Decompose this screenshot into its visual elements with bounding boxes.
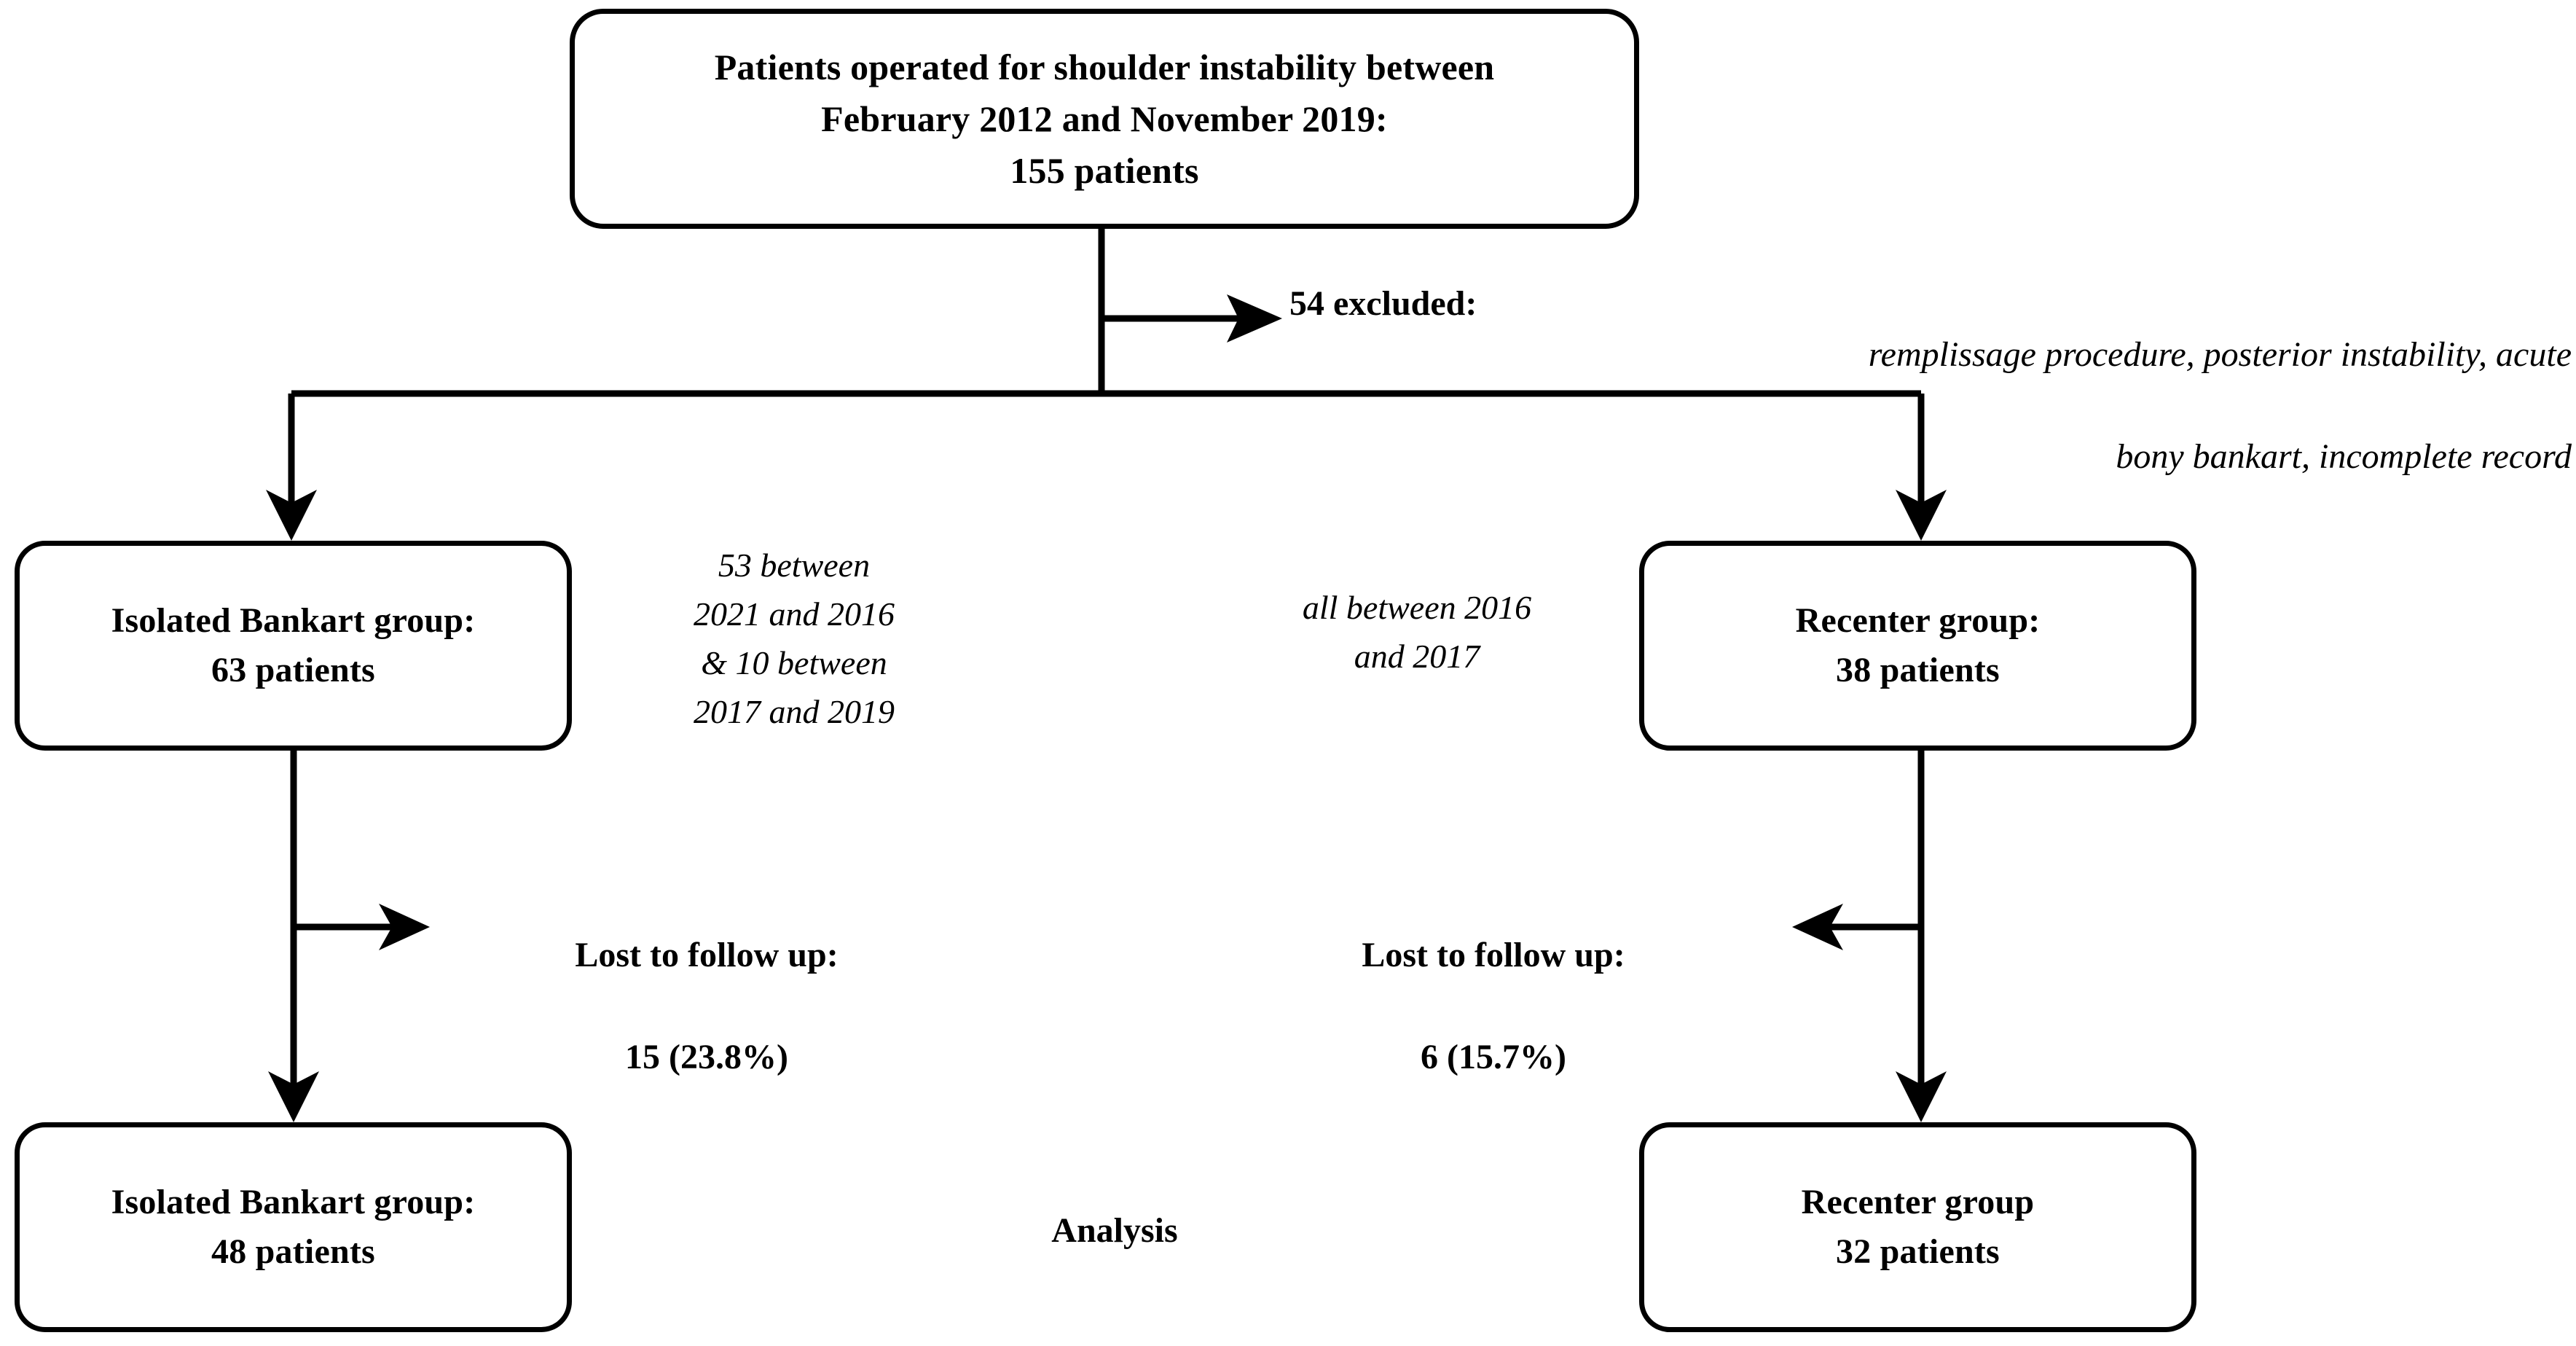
label-lost-to-followup-right: Lost to follow up: 6 (15.7%) xyxy=(1297,879,1690,1083)
label-analysis: Analysis xyxy=(1051,1211,1178,1250)
node-bankart-final: Isolated Bankart group: 48 patients xyxy=(15,1122,572,1332)
right-lost-arrow-head xyxy=(1792,904,1843,950)
left-lost-arrow-head xyxy=(379,904,430,950)
label-excluded-count: 54 excluded: xyxy=(1289,284,1477,323)
label-lost-right-line-1: Lost to follow up: xyxy=(1362,936,1625,975)
left-branch-arrow-head xyxy=(266,490,317,541)
label-lost-to-followup-left: Lost to follow up: 15 (23.8%) xyxy=(510,879,903,1083)
label-excluded-reasons-line-1: remplissage procedure, posterior instabi… xyxy=(1868,335,2572,375)
label-bankart-years: 53 between 2021 and 2016 & 10 between 20… xyxy=(694,547,895,731)
right-column-arrow-head xyxy=(1896,1071,1947,1122)
label-excluded-reasons-line-2: bony bankart, incomplete record xyxy=(2116,437,2572,477)
label-excluded-reasons: remplissage procedure, posterior instabi… xyxy=(1625,278,2572,482)
label-recenter-years: all between 2016 and 2017 xyxy=(1302,589,1532,676)
label-lost-left-line-1: Lost to follow up: xyxy=(575,936,839,975)
node-recenter-final-line-1: Recenter group xyxy=(1801,1182,2035,1221)
node-bankart-initial: Isolated Bankart group: 63 patients xyxy=(15,541,572,751)
label-lost-right-line-2: 6 (15.7%) xyxy=(1421,1038,1566,1077)
node-bankart-final-line-2: 48 patients xyxy=(211,1232,375,1271)
node-source-line-1: Patients operated for shoulder instabili… xyxy=(714,46,1495,87)
right-branch-arrow-head xyxy=(1896,490,1947,541)
node-source-cohort: Patients operated for shoulder instabili… xyxy=(570,9,1639,229)
node-recenter-initial: Recenter group: 38 patients xyxy=(1639,541,2196,751)
node-bankart-initial-line-2: 63 patients xyxy=(211,651,375,689)
node-source-line-3: 155 patients xyxy=(1010,149,1199,191)
left-column-arrow-head xyxy=(268,1071,319,1122)
node-recenter-initial-line-2: 38 patients xyxy=(1836,651,2000,689)
node-source-line-2: February 2012 and November 2019: xyxy=(821,98,1388,139)
label-lost-left-line-2: 15 (23.8%) xyxy=(625,1038,788,1077)
node-recenter-final: Recenter group 32 patients xyxy=(1639,1122,2196,1332)
node-recenter-initial-line-1: Recenter group: xyxy=(1795,600,2041,640)
node-bankart-initial-line-1: Isolated Bankart group: xyxy=(111,600,476,640)
excluded-arrow-head xyxy=(1227,294,1282,343)
node-bankart-final-line-1: Isolated Bankart group: xyxy=(111,1182,476,1221)
node-recenter-final-line-2: 32 patients xyxy=(1836,1232,2000,1271)
